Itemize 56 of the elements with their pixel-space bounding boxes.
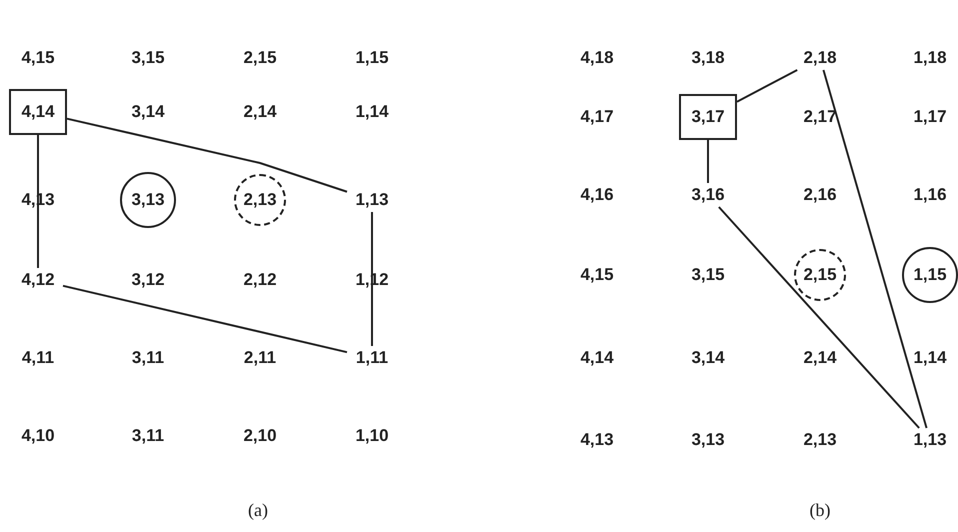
boxed-coordinate: 4,14 — [9, 89, 67, 135]
polygon-edge — [822, 70, 928, 428]
polygon-edge — [37, 135, 39, 268]
coordinate-label: 2,12 — [235, 268, 285, 292]
coordinate-label: 1,10 — [347, 424, 397, 448]
polygon-edge — [707, 140, 709, 183]
boxed-coordinate: 3,17 — [679, 94, 737, 140]
coordinate-label: 3,14 — [123, 100, 173, 124]
panel-caption: (a) — [248, 500, 268, 521]
coordinate-label: 4,14 — [572, 346, 622, 370]
coordinate-label: 4,15 — [13, 46, 63, 70]
polygon-edge — [718, 206, 920, 429]
coordinate-label: 3,15 — [683, 263, 733, 287]
coordinate-label: 4,15 — [572, 263, 622, 287]
coordinate-label: 1,16 — [905, 183, 955, 207]
coordinate-label: 1,15 — [347, 46, 397, 70]
coordinate-label: 2,10 — [235, 424, 285, 448]
coordinate-label: 3,11 — [123, 424, 173, 448]
coordinate-label: 4,16 — [572, 183, 622, 207]
coordinate-label: 2,13 — [795, 428, 845, 452]
coordinate-label: 1,13 — [905, 428, 955, 452]
coordinate-label: 2,11 — [235, 346, 285, 370]
coordinate-label: 1,14 — [905, 346, 955, 370]
coordinate-label: 4,10 — [13, 424, 63, 448]
coordinate-label: 3,14 — [683, 346, 733, 370]
polygon-edge — [62, 284, 348, 354]
coordinate-label: 1,14 — [347, 100, 397, 124]
coordinate-label: 2,15 — [235, 46, 285, 70]
coordinate-label: 2,18 — [795, 46, 845, 70]
coordinate-label: 4,18 — [572, 46, 622, 70]
coordinate-label: 4,12 — [13, 268, 63, 292]
coordinate-label: 3,15 — [123, 46, 173, 70]
coordinate-label: 3,18 — [683, 46, 733, 70]
polygon-edge — [66, 118, 348, 193]
coordinate-label: 2,17 — [795, 105, 845, 129]
coordinate-label: 3,13 — [683, 428, 733, 452]
coordinate-label: 1,17 — [905, 105, 955, 129]
coordinate-label: 3,16 — [683, 183, 733, 207]
coordinate-label: 1,13 — [347, 188, 397, 212]
polygon-edge — [371, 212, 373, 346]
coordinate-label: 4,11 — [13, 346, 63, 370]
polygon-edge — [736, 69, 798, 103]
coordinate-label: 4,17 — [572, 105, 622, 129]
coordinate-label: 4,13 — [572, 428, 622, 452]
coordinate-label: 1,11 — [347, 346, 397, 370]
coordinate-label: 2,14 — [795, 346, 845, 370]
panel-caption: (b) — [810, 500, 830, 521]
coordinate-label: 1,18 — [905, 46, 955, 70]
coordinate-label: 2,16 — [795, 183, 845, 207]
coordinate-label: 3,12 — [123, 268, 173, 292]
coordinate-label: 3,11 — [123, 346, 173, 370]
coordinate-label: 2,14 — [235, 100, 285, 124]
circled-coordinate: 3,13 — [120, 172, 176, 228]
circled-coordinate: 1,15 — [902, 247, 958, 303]
dashed-circled-coordinate: 2,13 — [234, 174, 286, 226]
dashed-circled-coordinate: 2,15 — [794, 249, 846, 301]
